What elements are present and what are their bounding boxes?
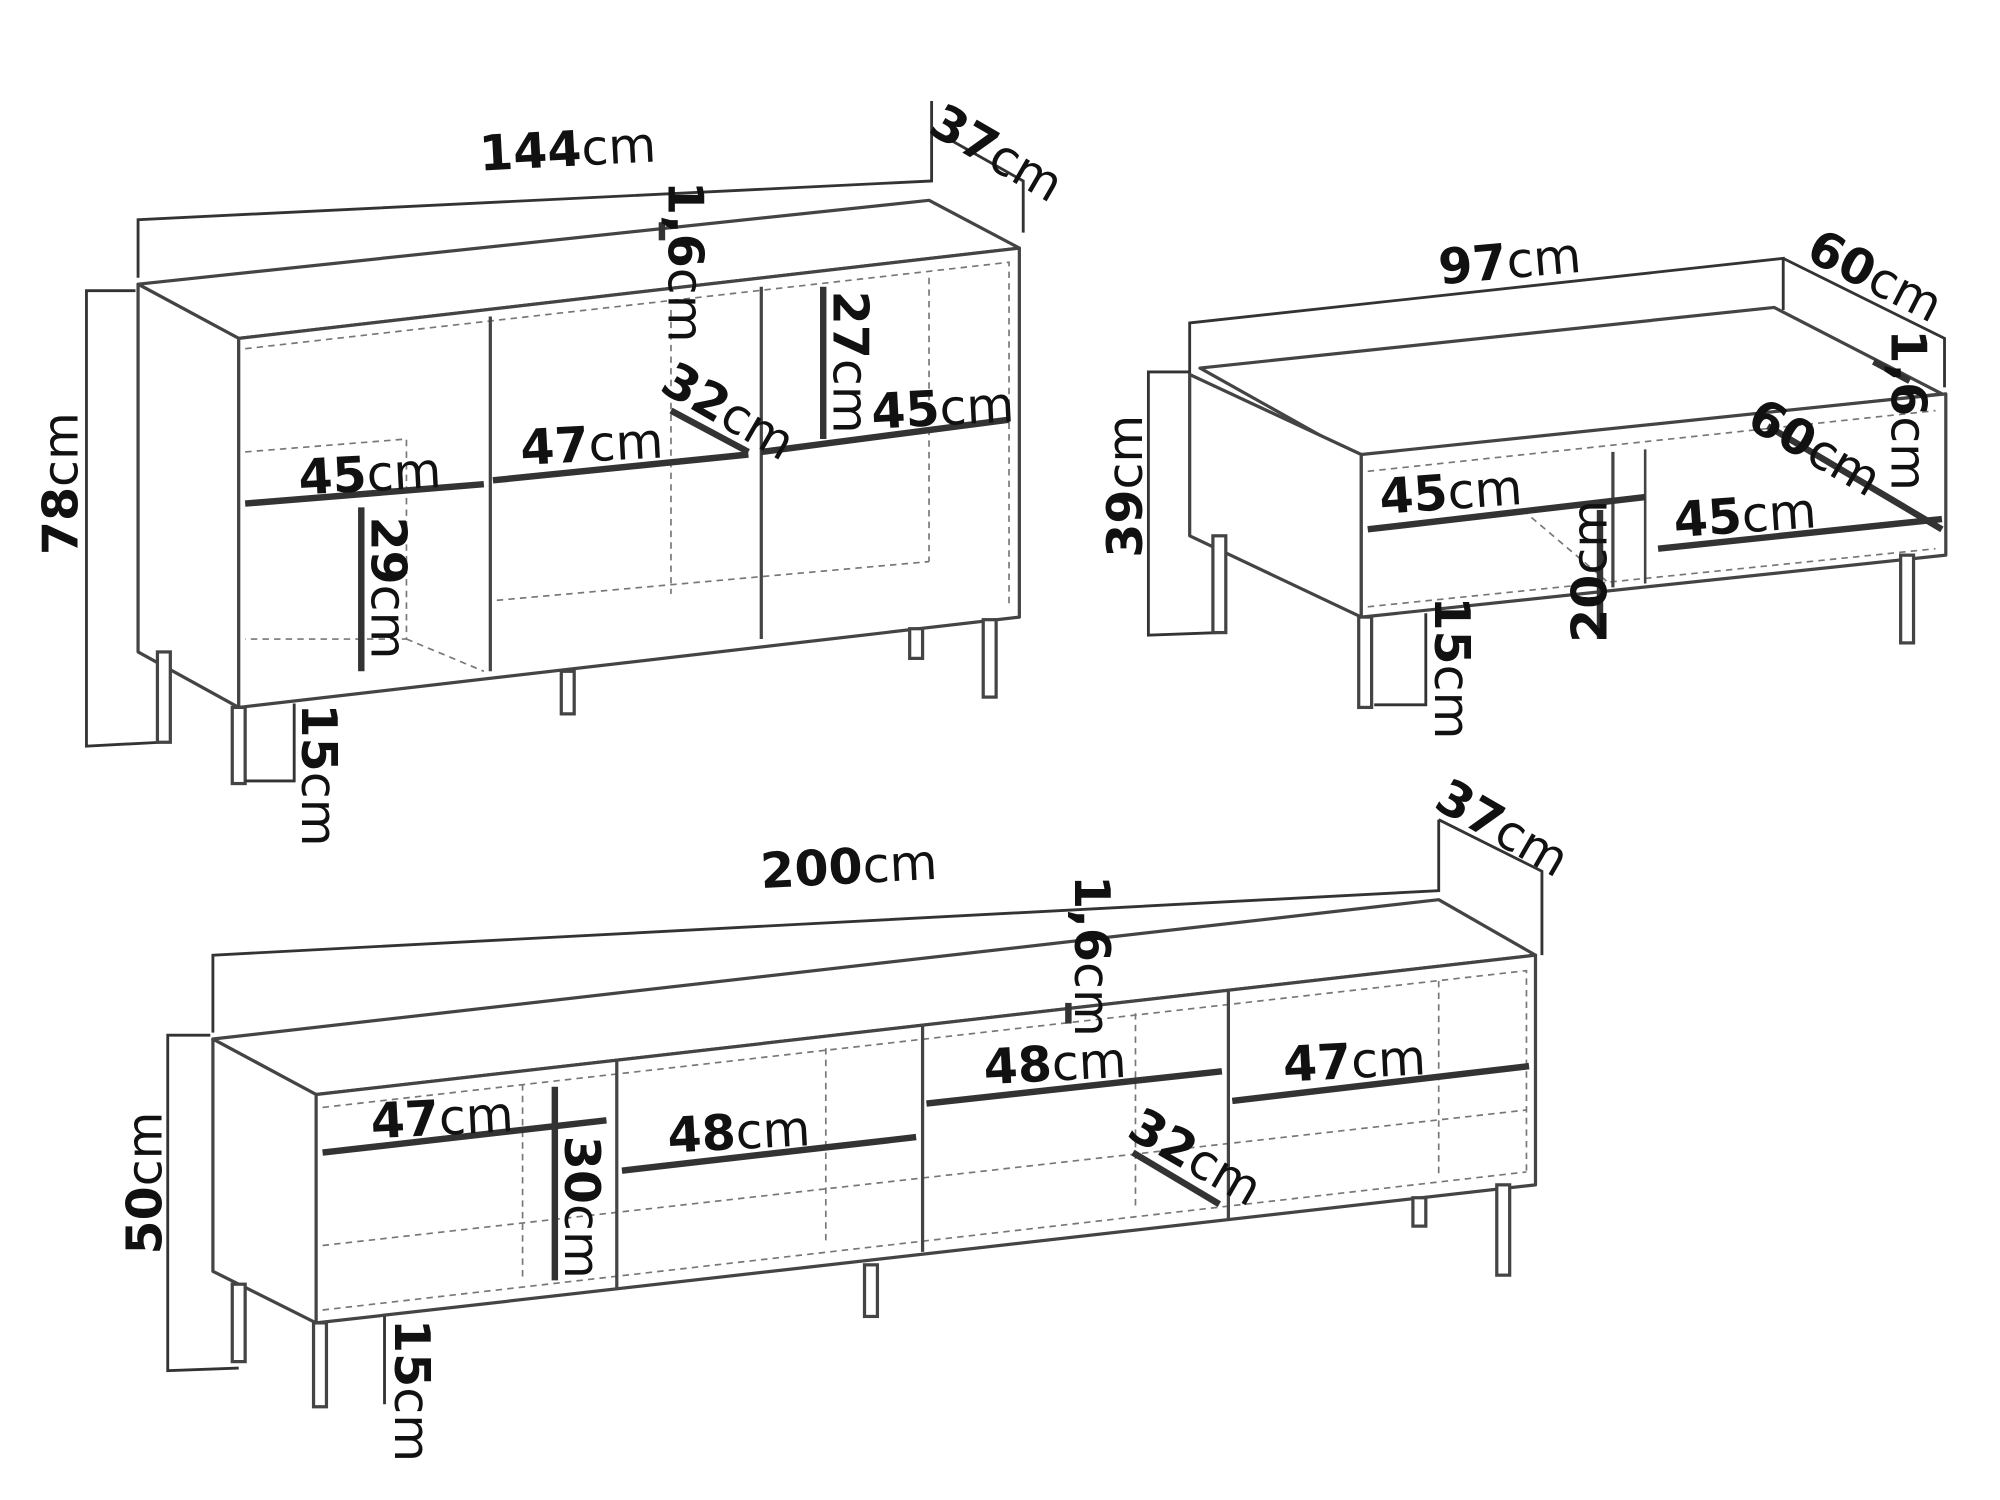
label-gap-upper: 27cm [822, 291, 880, 434]
leg [311, 1321, 329, 1409]
hidden-edge [322, 1109, 1527, 1247]
label-top-thickness: 1,6cm [1063, 875, 1121, 1037]
dim-line-width [136, 100, 934, 278]
dim-line-leg [1374, 613, 1428, 707]
label-height: 50cm [115, 1112, 173, 1255]
leg [1899, 553, 1916, 645]
label-depth: 37cm [920, 92, 1073, 214]
label-width: 200cm [759, 833, 939, 900]
shelf [1367, 493, 1646, 533]
leg [1495, 1183, 1512, 1277]
dim-line-height [1146, 370, 1220, 637]
label-shelf-left: 45cm [1377, 458, 1524, 526]
shelf [621, 1133, 917, 1174]
shelf [492, 451, 749, 484]
leg [1411, 1196, 1428, 1228]
sideboard-drawing: 144cm 37cm 78cm 1,6cm 15cm 45cm 47cm 45c… [31, 92, 1073, 846]
leg [230, 705, 247, 786]
hidden-edge [245, 261, 1010, 607]
label-gap-lower: 29cm [360, 516, 418, 659]
hidden-edge [1367, 547, 1936, 608]
label-shelf-2: 48cm [666, 1099, 812, 1164]
dim-line-leg [245, 703, 296, 783]
dim-shelf-depth [669, 407, 750, 455]
tv-stand-drawing: 200cm 37cm 50cm 1,6cm 15cm 47cm 48cm 48c… [115, 767, 1579, 1462]
label-height: 78cm [31, 412, 89, 555]
hidden-edge [322, 1171, 1527, 1311]
coffee-table-drawing: 97cm 60cm 39cm 1,6cm 15cm 45cm 45cm 60cm… [1096, 217, 1952, 739]
label-width: 144cm [478, 115, 658, 182]
dim-shelf-depth [1131, 1149, 1222, 1207]
table-front [1359, 392, 1948, 619]
dim-line-depth [1782, 257, 1946, 388]
hidden-edge [322, 969, 1528, 1172]
label-shelf-right: 45cm [1672, 481, 1819, 549]
label-shelf-right: 45cm [870, 375, 1016, 440]
label-depth: 37cm [1426, 767, 1579, 889]
shelf [1657, 515, 1943, 552]
leg [908, 627, 925, 661]
leg [981, 618, 998, 699]
label-depth: 60cm [1798, 217, 1952, 334]
label-top-thickness: 1,6cm [656, 181, 714, 343]
hidden-edge [406, 638, 485, 673]
label-height: 39cm [1096, 415, 1154, 558]
hidden-edge [1367, 409, 1936, 473]
sideboard-side [136, 282, 241, 710]
hidden-edge [496, 560, 930, 602]
leg [1211, 534, 1228, 635]
label-shelf-4: 47cm [1281, 1028, 1427, 1093]
label-shelf-1: 47cm [369, 1085, 515, 1150]
leg [230, 1282, 247, 1364]
shelf [926, 1068, 1223, 1107]
dim-line-width [1188, 256, 1785, 375]
dim-line-height [85, 289, 162, 748]
shelf [760, 416, 1010, 456]
label-width: 97cm [1436, 226, 1583, 296]
dim-line-depth [1438, 818, 1544, 956]
label-top-thickness: 1,6cm [1880, 329, 1938, 491]
dim-line-width [211, 819, 1441, 1033]
tv-stand-front [314, 953, 1538, 1325]
leg [862, 1263, 880, 1319]
label-leg-height: 15cm [290, 704, 348, 847]
hidden-edge [245, 438, 408, 640]
label-shelf-3: 48cm [982, 1031, 1128, 1096]
dim-shelf-depth [1766, 423, 1944, 533]
label-shelf-left: 45cm [297, 441, 443, 506]
label-shelf-mid: 47cm [519, 411, 665, 476]
label-shelf-gap: 20cm [1560, 500, 1618, 643]
label-gap: 30cm [553, 1136, 611, 1279]
leg [1357, 615, 1374, 710]
leg [559, 669, 576, 716]
label-leg-height: 15cm [1423, 596, 1481, 739]
leg [155, 650, 172, 744]
shelf [1231, 1062, 1530, 1105]
dim-line-height [166, 1033, 239, 1373]
shelf [322, 1117, 607, 1156]
dim-top-thickness [1872, 358, 1912, 384]
shelf [244, 480, 485, 507]
dim-line-depth [930, 128, 1025, 233]
label-leg-height: 15cm [383, 1319, 441, 1462]
